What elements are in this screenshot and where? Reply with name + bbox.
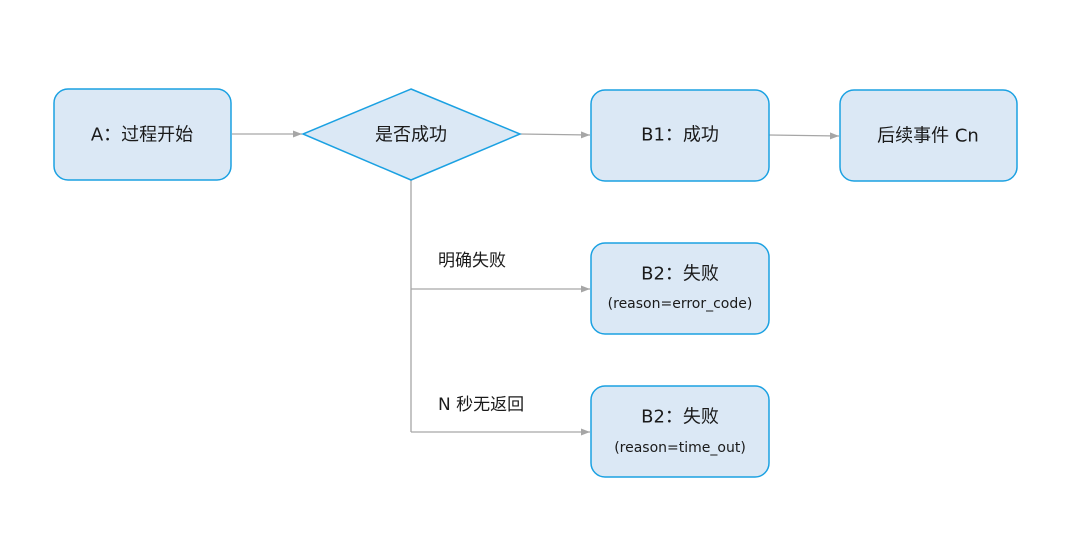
node-success: B1：成功 bbox=[590, 89, 770, 182]
node-start-label: A：过程开始 bbox=[91, 125, 193, 146]
node-fail-timeout-box bbox=[590, 385, 770, 478]
node-decision-label: 是否成功 bbox=[375, 125, 447, 146]
node-success-box bbox=[590, 89, 770, 182]
node-fail-timeout-label: B2：失败 bbox=[641, 407, 719, 428]
node-decision-diamond bbox=[301, 88, 522, 181]
edge-label-no-response: N 秒无返回 bbox=[438, 395, 524, 415]
node-start: A：过程开始 bbox=[53, 88, 232, 181]
node-fail-error: B2：失败 (reason=error_code) bbox=[590, 242, 770, 335]
node-fail-error-label: B2：失败 bbox=[641, 264, 719, 285]
edges bbox=[232, 130, 840, 436]
node-fail-timeout: B2：失败 (reason=time_out) bbox=[590, 385, 770, 478]
edge-decision-to-success bbox=[519, 131, 591, 139]
node-decision: 是否成功 bbox=[301, 88, 522, 181]
edge-success-to-next-event bbox=[768, 132, 840, 140]
node-next-event-box bbox=[839, 89, 1018, 182]
node-next-event: 后续事件 Cn bbox=[839, 89, 1018, 182]
node-fail-error-detail: (reason=error_code) bbox=[608, 296, 753, 312]
node-next-event-label: 后续事件 Cn bbox=[877, 126, 979, 147]
edge-label-explicit-failure: 明确失败 bbox=[438, 251, 506, 271]
node-fail-error-box bbox=[590, 242, 770, 335]
node-fail-timeout-detail: (reason=time_out) bbox=[614, 440, 746, 456]
node-success-label: B1：成功 bbox=[641, 125, 719, 146]
node-start-box bbox=[53, 88, 232, 181]
